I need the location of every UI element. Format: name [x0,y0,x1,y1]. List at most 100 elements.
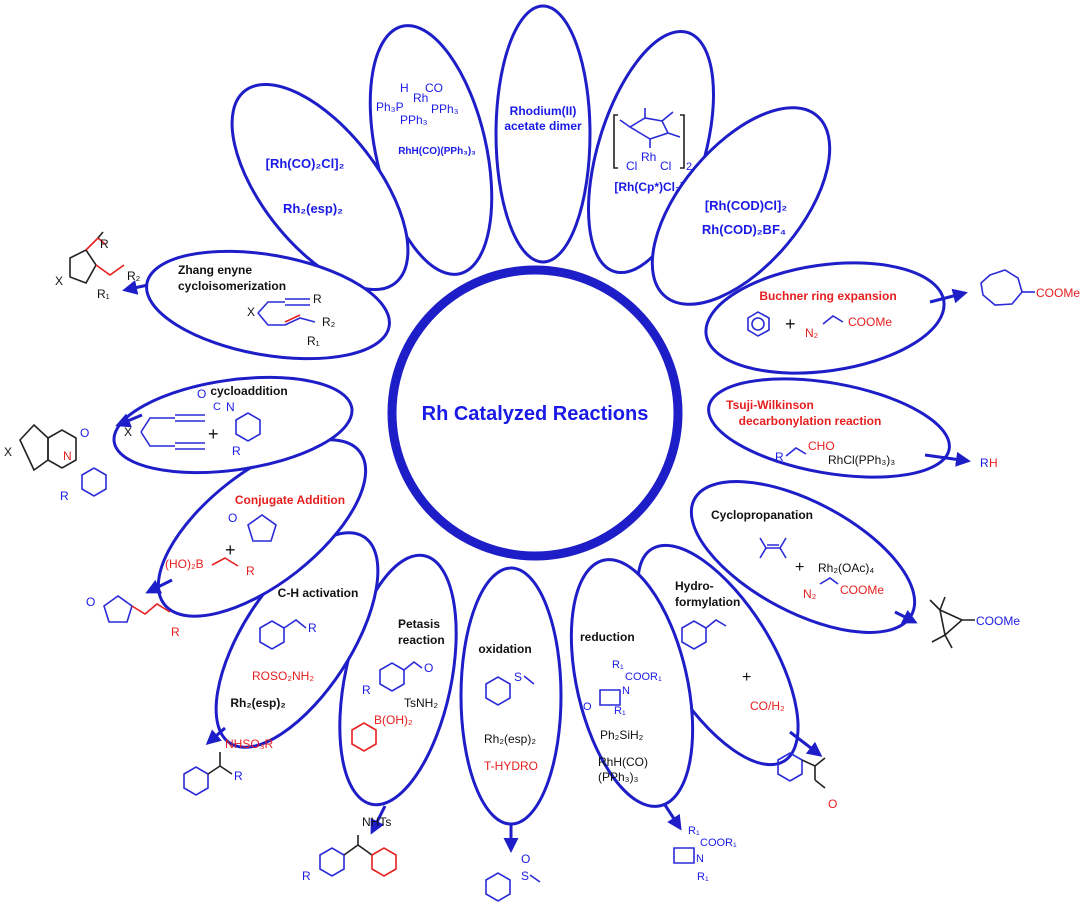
cyclopropane-icon [929,596,975,649]
conjugate-product: O R [86,595,180,639]
cyclo-c: C [213,401,221,413]
cyclo-ester: COOMe [840,583,884,597]
petal-rh-co-cl: [Rh(CO)₂Cl]₂ Rh₂(esp)₂ [230,82,410,292]
cyclo-p-aryl-icon [81,467,107,497]
petasis-p-r: R [302,869,311,883]
petasis-o: O [424,661,433,675]
cyclo-o: O [197,387,206,401]
conjugate-plus: + [225,540,236,560]
rh-acetate-line1: Rhodium(II) [510,104,577,118]
red-p-r1: R₁ [688,825,700,837]
tsuji-reagent: RhCl(PPh₃)₃ [828,453,895,467]
cycloaddition-arrow [115,413,143,428]
cyclo-p-r: R [60,489,69,503]
cyclo-plus: + [208,424,219,444]
benzene-icon [747,311,770,337]
tsuji-product-r: R [980,456,989,470]
cyclo-p-fused-icon [19,423,49,472]
rhh-ph3p: Ph₃P [376,100,404,114]
cyclo-p-x: X [4,445,12,459]
petasis-amine: TsNH₂ [404,696,438,710]
ch-reagent: ROSO₂NH₂ [252,669,314,683]
cyclo-p-n: N [63,449,72,463]
styrene-ring-icon [681,620,707,650]
beta-lactam-icon [599,689,621,706]
buchner-title: Buchner ring expansion [759,289,896,303]
zhang-r1: R₁ [307,334,320,348]
tsuji-title-1: Tsuji-Wilkinson [726,398,814,412]
conjugate-title: Conjugate Addition [235,493,345,507]
zhang-title-2: cycloisomerization [178,279,286,293]
petal-rhodium-acetate: Rhodium(II) acetate dimer [494,4,592,264]
cyclo-arrow [894,609,918,624]
zhang-p-r2: R₂ [127,269,141,283]
hydro-title-2: formylation [675,595,740,609]
reduction-title: reduction [580,630,635,644]
oxidation-s: S [514,670,522,684]
petasis-title-1: Petasis [398,617,440,631]
reduction-nr1: R₁ [614,705,626,717]
reduction-coor1: COOR₁ [625,671,662,683]
diyne-icon [140,414,205,450]
reduction-cat-2: (PPh₃)₃ [598,770,639,784]
petasis-aldehyde-ring-icon [379,662,405,692]
reduction-r1: R₁ [612,659,624,671]
reduction-cat-1: RhH(CO) [598,755,648,769]
cyclo-product-ester: COOMe [976,614,1020,628]
tsuji-arrow [924,451,971,467]
cp-cl1: Cl [626,159,637,173]
hydro-product: O [777,752,837,811]
petasis-p-ring1-icon [319,847,345,877]
petasis-p-nhts: NHTs [362,815,391,829]
rh-co-cl-line1: [Rh(CO)₂Cl]₂ [266,156,345,171]
zhang-r2: R₂ [322,315,336,329]
reduction-product: R₁ COOR₁ N R₁ [673,825,737,883]
buchner-n2: N₂ [805,326,819,340]
petal-reduction: reduction R₁ COOR₁ O N R₁ Ph₂SiH₂ RhH(CO… [569,558,695,808]
alkene-icon [759,537,787,559]
ox-p-o: O [521,852,530,866]
red-p-nr1: R₁ [697,871,709,883]
sulfoxide-ring-icon [485,872,511,902]
oxidation-title: oxidation [478,642,531,656]
cp-label: [Rh(Cp*)Cl₂]₂ [614,180,689,194]
rhh-h: H [400,81,409,95]
petasis-arrow [370,805,387,835]
cod-line2: Rh(COD)₂BF₄ [702,222,786,237]
hydro-title-1: Hydro- [675,579,714,593]
buchner-ester: COOMe [848,315,892,329]
conjugate-r: R [246,564,255,578]
rhh-co: CO [425,81,443,95]
reduction-o: O [583,701,592,713]
conj-p-o: O [86,595,95,609]
ch-p-ring-icon [183,766,209,796]
zhang-p-ring-icon [69,248,97,284]
oxidation-product: O S [485,852,541,902]
hydro-plus: + [742,669,751,686]
petal-ch-activation: C-H activation R ROSO₂NH₂ Rh₂(esp)₂ [214,531,380,749]
cp-sub: 2 [686,161,692,173]
ch-p-nh: NHSO₃R [225,737,274,751]
cp-star-ring-icon [619,108,681,148]
ch-ring-icon [259,620,285,650]
petal-tsuji: Tsuji-Wilkinson decarbonylation reaction… [707,377,951,479]
petasis-p-ring2-icon [371,847,397,877]
conj-p-r: R [171,625,180,639]
petasis-product: NHTs R [302,815,397,883]
rhh-pph3-b: PPh₃ [400,113,428,127]
cyclo-n2: N₂ [803,587,817,601]
thioanisole-ring-icon [485,676,511,706]
cyclo-n: N [226,400,235,414]
reduction-arrow [663,804,682,831]
petal-buchner: Buchner ring expansion + N₂ COOMe [704,261,946,375]
petasis-boronic-ring-icon [351,722,377,752]
red-p-coor1: COOR₁ [700,837,737,849]
petasis-r: R [362,683,371,697]
cyclo-p-pyridone-icon [47,429,77,469]
cyclo-catalyst: Rh₂(OAc)₄ [818,561,874,575]
oxidation-catalyst: Rh₂(esp)₂ [484,732,536,746]
ch-p-r: R [234,769,243,783]
cyclo-r: R [232,444,241,458]
hydro-arrow [789,730,823,757]
